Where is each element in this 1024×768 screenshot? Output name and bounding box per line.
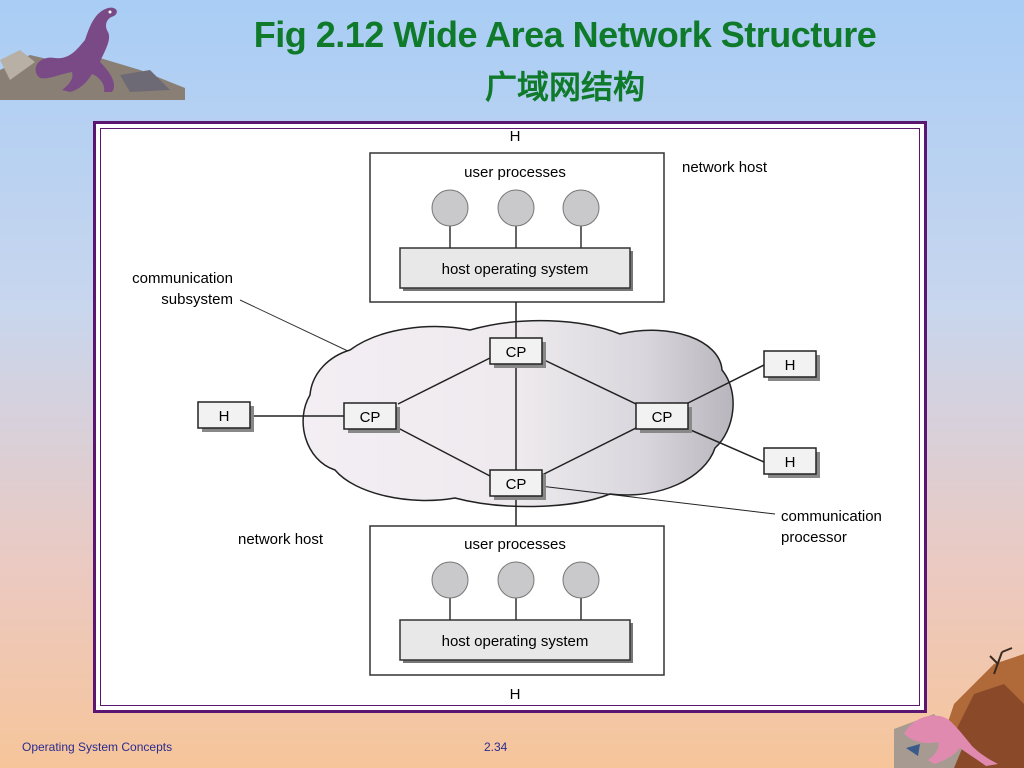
bottom-network-host-caption: network host: [238, 531, 324, 548]
figure-inner-border: [100, 128, 920, 706]
cp-right: CP: [635, 402, 692, 433]
bottom-h-label: H: [510, 686, 521, 703]
process-node: [431, 561, 469, 599]
cp-label: CP: [360, 409, 381, 426]
process-node: [562, 561, 600, 599]
dinosaur-icon: [894, 647, 1024, 768]
top-host-os-label: host operating system: [442, 261, 589, 278]
cp-label: CP: [652, 409, 673, 426]
process-node: [497, 189, 535, 227]
comm-processor-label-line1: communication: [781, 508, 882, 525]
slide-subtitle: 广域网结构: [484, 68, 645, 106]
bottom-host-os-label: host operating system: [442, 633, 589, 650]
top-h-label: H: [510, 128, 521, 145]
cp-label: CP: [506, 344, 527, 361]
bottom-user-processes-label: user processes: [464, 536, 566, 553]
dinosaur-icon: [0, 7, 185, 100]
slide-title: Fig 2.12 Wide Area Network Structure: [253, 14, 877, 55]
h-right-top: H: [763, 350, 820, 381]
top-host-os-box: [399, 247, 631, 289]
top-network-host-caption: network host: [682, 159, 768, 176]
network-links: [250, 302, 776, 526]
top-user-processes-label: user processes: [464, 164, 566, 181]
h-right-bottom: H: [763, 447, 820, 478]
cp-bottom: CP: [489, 469, 546, 500]
comm-processor-label-line2: processor: [781, 529, 847, 546]
footer-page-number: 2.34: [484, 740, 508, 754]
process-node: [497, 561, 535, 599]
footer-course-title: Operating System Concepts: [22, 740, 173, 754]
cp-left: CP: [343, 402, 400, 433]
comm-subsystem-pointer: [239, 299, 351, 353]
bottom-host-os-box: [399, 619, 631, 661]
comm-subsystem-label-line2: subsystem: [161, 291, 233, 308]
comm-subsystem-label-line1: communication: [132, 270, 233, 287]
process-node: [431, 189, 469, 227]
h-left: H: [197, 401, 254, 432]
process-node: [562, 189, 600, 227]
h-label: H: [785, 357, 796, 374]
top-network-host: user processes host operating system: [369, 152, 665, 303]
cp-label: CP: [506, 476, 527, 493]
bottom-network-host: user processes host operating system: [369, 525, 665, 676]
h-label: H: [785, 454, 796, 471]
h-label: H: [219, 408, 230, 425]
communication-subsystem-cloud: [302, 319, 734, 508]
cp-top: CP: [489, 337, 546, 368]
